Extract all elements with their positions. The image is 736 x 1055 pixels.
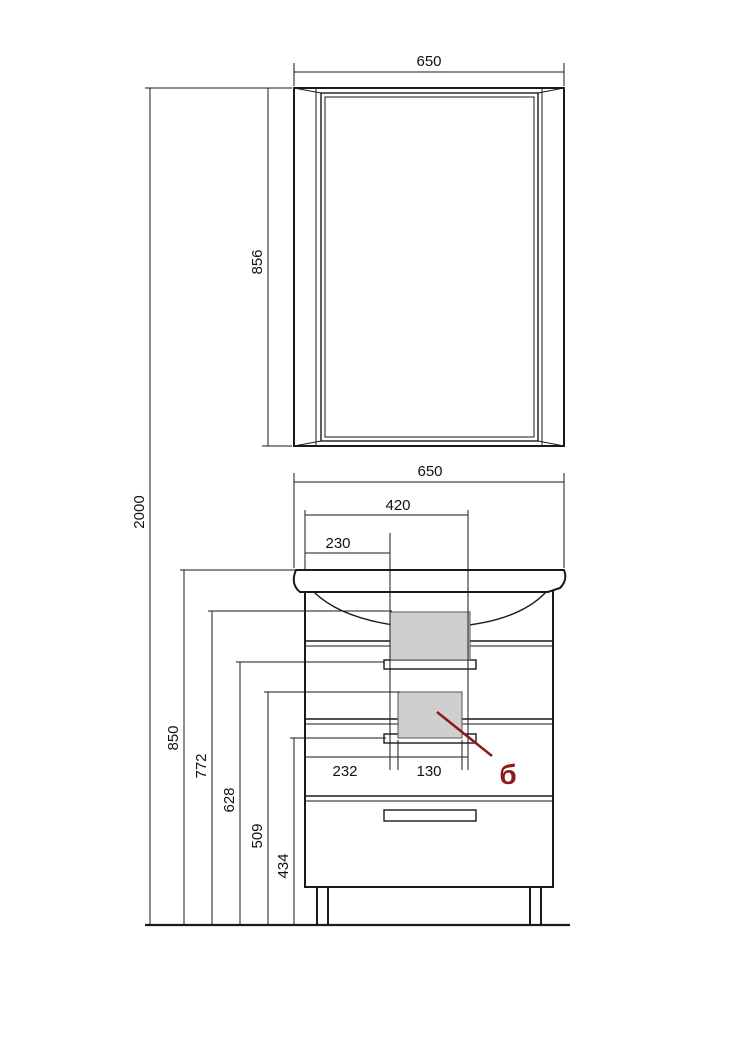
dim-mirror-height: 856 (249, 87, 292, 447)
dim-height-628-label: 628 (221, 787, 238, 812)
leg-left (316, 886, 329, 926)
mirror-glass-inner (324, 96, 535, 438)
dim-total-height-label: 2000 (131, 495, 148, 528)
dim-height-434: 434 (275, 737, 386, 925)
dim-siphon-offset-label: 232 (332, 763, 357, 780)
basin-top (292, 569, 567, 593)
dim-mirror-width: 650 (293, 53, 565, 86)
callout-label: б (499, 759, 516, 790)
dim-siphon-width-label: 130 (416, 763, 441, 780)
dim-height-509: 509 (249, 691, 400, 925)
dim-basin-width: 420 (305, 497, 469, 770)
dim-basin-offset: 230 (305, 533, 391, 770)
dim-height-509-label: 509 (249, 823, 266, 848)
dim-height-628: 628 (221, 661, 384, 925)
dim-basin-offset-label: 230 (325, 535, 350, 552)
mirror-corner-tr (537, 87, 565, 94)
dim-height-850-label: 850 (165, 725, 182, 750)
dim-total-height: 2000 (131, 87, 292, 925)
dim-mirror-width-label: 650 (416, 53, 441, 70)
callout-b: б (436, 711, 517, 790)
mirror-corner-br (537, 440, 565, 447)
mirror-corner-bl (293, 440, 322, 447)
mirror-outer-frame (293, 87, 565, 447)
drawer-handle-bottom (383, 809, 477, 822)
siphon-cutout-top (389, 611, 471, 661)
dim-siphon: 232 130 (305, 740, 468, 780)
siphon-cutout-middle (397, 691, 463, 739)
dim-height-850: 850 (165, 569, 298, 925)
dim-cabinet-width: 650 (293, 463, 565, 568)
vanity-cabinet (292, 510, 567, 926)
dim-basin-width-label: 420 (385, 497, 410, 514)
dim-mirror-height-label: 856 (249, 249, 266, 274)
dim-height-772-label: 772 (193, 753, 210, 778)
mirror-corner-tl (293, 87, 322, 94)
mirror-glass (320, 92, 539, 442)
dim-height-772: 772 (193, 610, 392, 925)
dim-height-434-label: 434 (275, 853, 292, 878)
dim-cabinet-width-label: 650 (417, 463, 442, 480)
leg-right (529, 886, 542, 926)
mirror (293, 87, 565, 447)
callout-leader (436, 711, 493, 757)
